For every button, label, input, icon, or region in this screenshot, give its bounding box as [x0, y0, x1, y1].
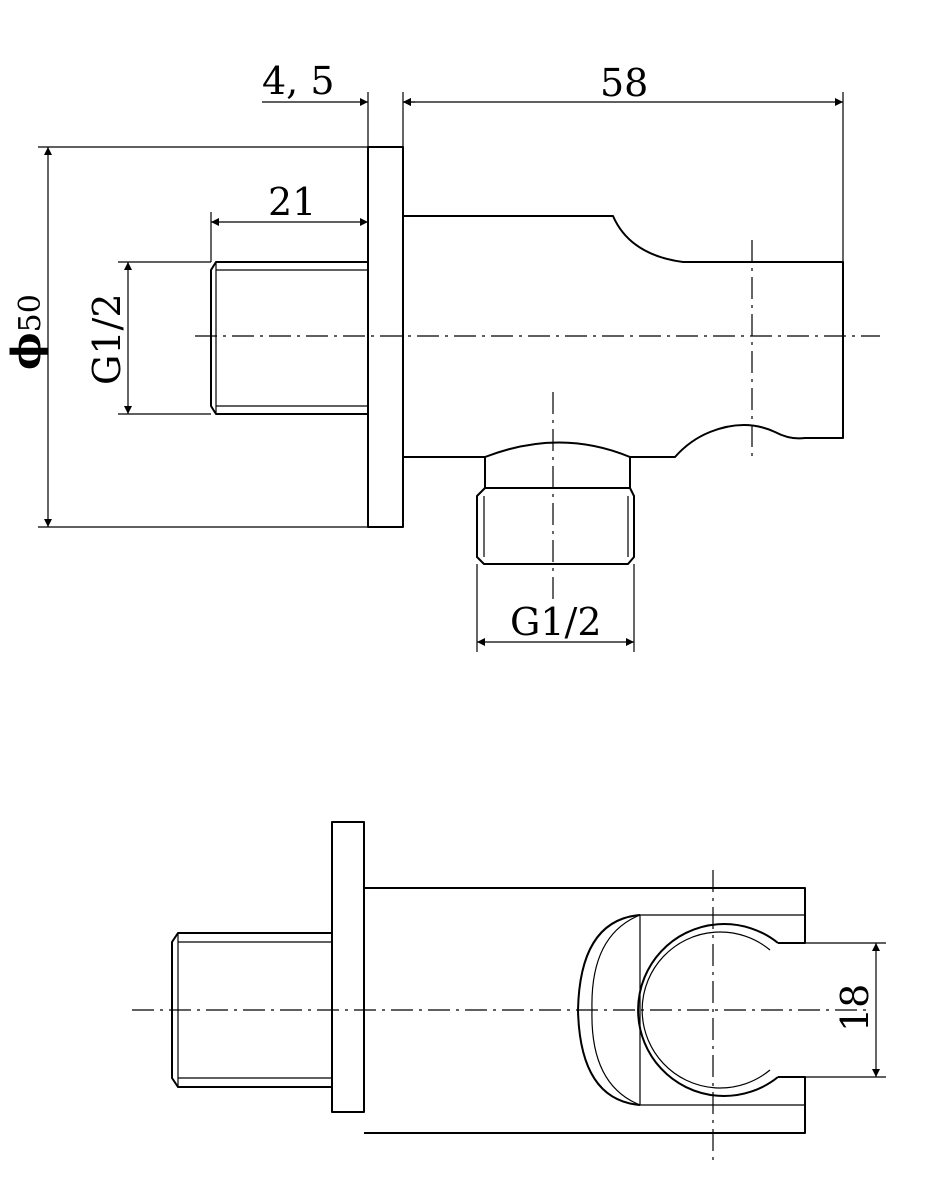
side-inlet-thread: [210, 261, 368, 415]
dim-inlet-thread: G1/2: [85, 261, 211, 415]
dim-inlet-thread-label: G1/2: [85, 293, 129, 385]
dim-flange-diameter-label: ϕ50: [3, 294, 50, 370]
diameter-value: 50: [13, 294, 48, 332]
dim-flange-diameter: ϕ50: [3, 146, 368, 528]
dim-overall-length-label: 58: [600, 61, 648, 105]
dim-thread-length-label: 21: [268, 180, 316, 224]
dim-flange-thickness-label: 4, 5: [262, 59, 335, 103]
side-flange: [367, 146, 404, 528]
dim-flange-thickness: 4, 5: [262, 59, 415, 147]
top-flange: [331, 821, 365, 1113]
dim-holder-width: 18: [805, 942, 886, 1078]
dim-outlet-thread-label: G1/2: [510, 600, 602, 644]
side-body: [403, 215, 844, 458]
dim-overall-length: 58: [403, 61, 844, 262]
dim-outlet-thread: G1/2: [476, 564, 635, 652]
side-view: 4, 5 58 21 ϕ50 G1/2: [3, 59, 880, 652]
side-outlet-thread: [476, 457, 635, 565]
dim-thread-length: 21: [210, 180, 368, 262]
diameter-symbol: ϕ: [3, 332, 50, 370]
dim-holder-width-label: 18: [833, 984, 877, 1032]
top-view: 18: [132, 821, 886, 1160]
